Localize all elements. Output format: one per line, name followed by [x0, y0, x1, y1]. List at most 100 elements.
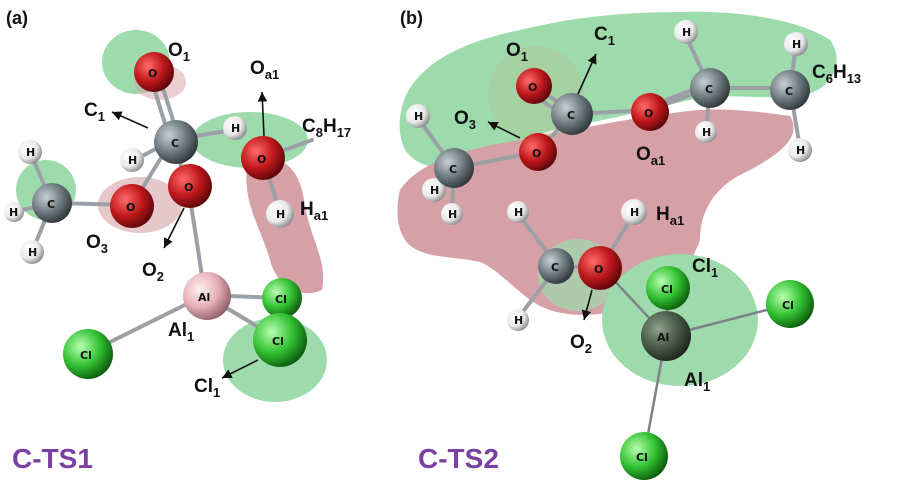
atom-oa1: [241, 136, 285, 180]
panel-a-letter: (a): [6, 8, 28, 28]
atom-al1-symbol: Al: [198, 291, 210, 304]
atom-h-symbol: H: [514, 314, 523, 327]
atom-h-symbol: H: [26, 146, 35, 159]
atom-cl1: [646, 266, 690, 310]
label-o2: O2: [142, 260, 164, 284]
label-b-c1: C1: [594, 24, 615, 48]
atom-c: [690, 68, 730, 108]
atom-h: [441, 203, 463, 225]
atom-al1: [183, 272, 231, 320]
atom-al1: [641, 311, 691, 361]
atom-ha1: [266, 200, 294, 228]
atom-o2-symbol: O: [184, 181, 193, 194]
atom-h-symbol: H: [231, 122, 240, 135]
atom-h: [507, 201, 529, 223]
panel-a: (a): [4, 8, 351, 474]
atom-cl1-symbol: Cl: [272, 335, 284, 348]
atom-cl1-symbol: Cl: [661, 283, 673, 296]
atom-ha1: [621, 199, 647, 225]
atom-o3-symbol: O: [532, 147, 541, 160]
atom-h: [223, 116, 247, 140]
atom-o2-symbol: O: [594, 263, 603, 276]
atom-c-symbol: C: [705, 83, 713, 96]
atom-cl: [766, 280, 814, 328]
atom-o1-symbol: O: [528, 81, 537, 94]
atom-h: [20, 240, 44, 264]
atom-o3: [519, 133, 557, 171]
panel-a-atoms: O H H H C O H C H O O H Al: [4, 52, 307, 379]
atom-c1: [551, 93, 593, 135]
label-o1: O1: [168, 40, 190, 64]
atom-o3: [110, 184, 154, 228]
atom-o1: [516, 68, 552, 104]
atom-oa1-symbol: O: [257, 153, 266, 166]
atom-h-symbol: H: [702, 126, 711, 139]
atom-cl: [620, 432, 668, 480]
atom-c-methyl: [434, 148, 474, 188]
label-b-oa1: Oa1: [636, 144, 665, 168]
atom-o1-symbol: O: [148, 67, 157, 80]
label-b-cl1: Cl1: [692, 256, 718, 280]
atom-o3-symbol: O: [126, 201, 135, 214]
atom-c-methyl-symbol: C: [449, 163, 457, 176]
label-al1: Al1: [168, 320, 194, 344]
panel-b-isosurface: [397, 11, 837, 386]
atom-h-symbol: H: [414, 110, 423, 123]
panel-b: (b): [397, 8, 861, 480]
label-cl1: Cl1: [194, 376, 220, 400]
label-b-ha1: Ha1: [656, 204, 684, 228]
atom-h-symbol: H: [682, 26, 691, 39]
atom-oa1-symbol: O: [644, 107, 653, 120]
atom-c-symbol: C: [551, 261, 559, 274]
atom-h: [18, 140, 42, 164]
label-b-o2: O2: [570, 332, 592, 356]
atom-h: [4, 202, 24, 222]
ts1-label: C-TS1: [12, 443, 93, 474]
atom-h: [788, 138, 812, 162]
atom-ha1-symbol: H: [276, 208, 285, 221]
atom-cl-symbol: Cl: [275, 293, 287, 306]
label-b-o1: O1: [506, 40, 528, 64]
panel-b-letter: (b): [400, 8, 423, 28]
label-o3: O3: [86, 232, 108, 256]
label-c1: C1: [84, 100, 105, 124]
label-b-o3: O3: [454, 108, 476, 132]
atom-h: [784, 32, 808, 56]
atom-c: [538, 248, 574, 284]
atom-h: [674, 20, 698, 44]
atom-oa1: [631, 93, 669, 131]
label-oa1: Oa1: [250, 58, 279, 82]
atom-c-methyl-symbol: C: [47, 198, 55, 211]
atom-h-symbol: H: [792, 38, 801, 51]
atom-o2: [578, 246, 622, 290]
atom-h: [120, 148, 144, 172]
atom-h-symbol: H: [430, 184, 439, 197]
atom-cl-symbol: Cl: [636, 451, 648, 464]
atom-c1: [154, 120, 198, 164]
atom-h: [695, 121, 717, 143]
atom-cl-symbol: Cl: [80, 349, 92, 362]
atom-c-symbol: C: [785, 85, 793, 98]
label-c8h17: C8H17: [302, 116, 351, 140]
atom-h: [507, 309, 529, 331]
atom-h-symbol: H: [28, 246, 37, 259]
atom-cl: [262, 278, 302, 318]
panel-b-annotations: O1 C1 C6H13 O3 Oa1 Ha1 Cl1 O2 Al1: [454, 24, 861, 394]
atom-cl: [63, 329, 113, 379]
atom-h-symbol: H: [514, 206, 523, 219]
atom-o2: [168, 164, 212, 208]
atom-h: [422, 178, 446, 202]
panel-a-annotations: O1 C1 Oa1 C8H17 Ha1 O3 O2 Al1 Cl1: [84, 40, 351, 400]
label-ha1: Ha1: [300, 199, 328, 223]
label-c6h13: C6H13: [812, 62, 861, 86]
panel-b-atoms: H H O C C H C O H H O H C: [406, 20, 814, 480]
atom-c1-symbol: C: [567, 109, 575, 122]
atom-h: [406, 104, 430, 128]
atom-h-symbol: H: [448, 208, 457, 221]
atom-h-symbol: H: [128, 154, 137, 167]
atom-al1-symbol: Al: [657, 331, 669, 344]
label-b-al1: Al1: [684, 370, 710, 394]
atom-c1-symbol: C: [171, 137, 179, 150]
atom-c: [770, 70, 810, 110]
